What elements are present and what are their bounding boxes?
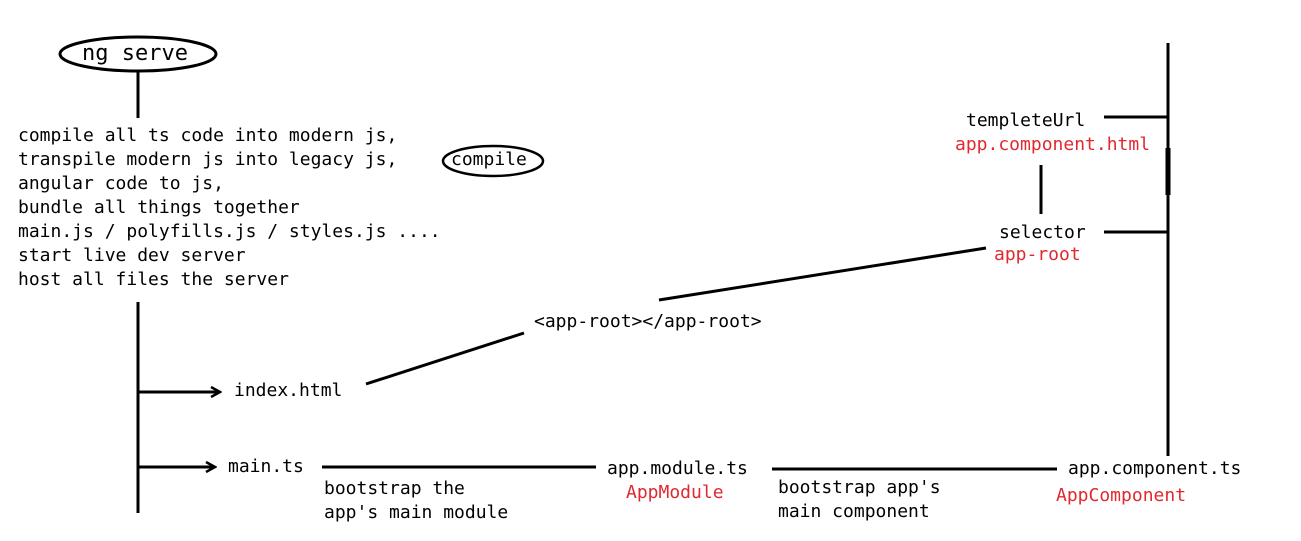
edge-label-bootstrap-module-2: app's main module	[324, 502, 509, 523]
step-line-5: main.js / polyfills.js / styles.js ....	[18, 221, 441, 242]
compile-note: compile	[451, 149, 527, 170]
selector-value: app-root	[994, 244, 1081, 265]
step-line-6: start live dev server	[18, 245, 246, 266]
template-url-label: templeteUrl	[966, 110, 1086, 131]
index-to-approot-line	[365, 331, 525, 386]
selector-label: selector	[999, 222, 1086, 243]
edge-label-bootstrap-component-2: main component	[778, 501, 930, 522]
app-module-class-label: AppModule	[626, 482, 724, 503]
step-line-7: host all files the server	[18, 269, 289, 290]
index-html-node: index.html	[234, 380, 343, 401]
step-line-1: compile all ts code into modern js,	[18, 125, 398, 146]
edge-label-bootstrap-module-1: bootstrap the	[324, 478, 465, 499]
ng-serve-ellipse	[58, 35, 218, 73]
app-root-tag-node: <app-root></app-root>	[534, 311, 762, 332]
app-component-file-node: app.component.ts	[1068, 458, 1242, 479]
approot-to-selector-line	[658, 246, 987, 302]
template-url-value: app.component.html	[955, 134, 1151, 155]
step-line-4: bundle all things together	[18, 197, 300, 218]
edge-label-bootstrap-component-1: bootstrap app's	[778, 477, 941, 498]
main-ts-node: main.ts	[228, 456, 304, 477]
compile-ellipse	[441, 144, 545, 178]
app-module-file-node: app.module.ts	[607, 458, 748, 479]
step-line-3: angular code to js,	[18, 173, 224, 194]
app-component-class-label: AppComponent	[1056, 485, 1187, 506]
ng-serve-command: ng serve	[82, 41, 188, 66]
step-line-2: transpile modern js into legacy js,	[18, 149, 398, 170]
